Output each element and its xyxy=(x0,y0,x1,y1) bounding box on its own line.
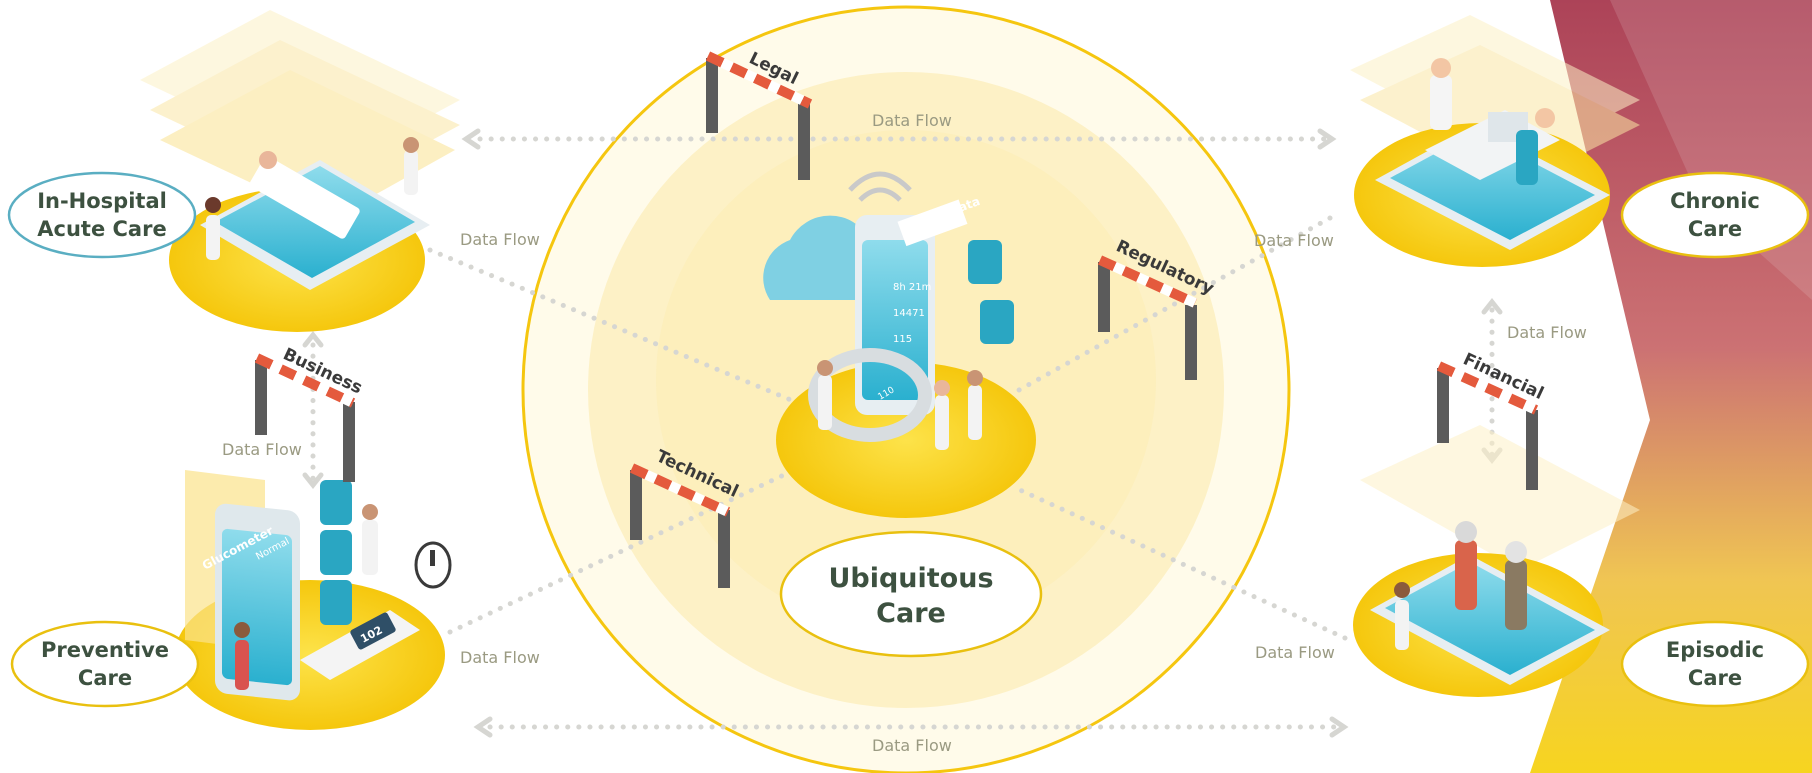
node-ubiquitous-line1: Ubiquitous xyxy=(828,563,993,594)
node-ubiquitous-line2: Care xyxy=(876,598,946,629)
node-preventive-line1: Preventive xyxy=(41,638,169,662)
node-preventive-line2: Care xyxy=(78,666,132,690)
ubiquitous-center-scene xyxy=(763,171,1036,518)
episodic-care-scene xyxy=(1353,425,1640,697)
node-chronic-care: Chronic Care xyxy=(1620,171,1810,259)
node-in-hospital-line2: Acute Care xyxy=(37,217,166,241)
phone-stat-3: 115 xyxy=(893,334,912,345)
node-in-hospital-line1: In-Hospital xyxy=(37,189,167,213)
flow-label-upper-left: Data Flow xyxy=(460,230,540,249)
data-flow-lines xyxy=(310,136,1495,730)
phone-stat-1: 8h 21m xyxy=(893,282,931,293)
flow-label-lower-right: Data Flow xyxy=(1255,643,1335,662)
node-chronic-line1: Chronic xyxy=(1670,189,1760,213)
node-ubiquitous-care: Ubiquitous Care xyxy=(779,530,1043,658)
barrier-legal xyxy=(705,51,813,180)
flow-label-upper-right: Data Flow xyxy=(1254,231,1334,250)
preventive-care-scene xyxy=(175,470,452,730)
flow-label-right-vertical: Data Flow xyxy=(1507,323,1587,342)
in-hospital-scene xyxy=(140,10,460,332)
chronic-care-scene xyxy=(1350,15,1640,267)
phone-stat-2: 14471 xyxy=(893,308,925,319)
barrier-regulatory xyxy=(1097,255,1198,380)
node-episodic-care: Episodic Care xyxy=(1620,620,1810,708)
node-preventive-care: Preventive Care xyxy=(10,620,200,708)
barrier-technical xyxy=(629,463,731,588)
flow-label-left-vertical: Data Flow xyxy=(222,440,302,459)
barrier-financial xyxy=(1436,361,1539,490)
node-in-hospital-acute-care: In-Hospital Acute Care xyxy=(7,171,197,259)
flow-label-bottom: Data Flow xyxy=(872,736,952,755)
node-chronic-line2: Care xyxy=(1688,217,1742,241)
barrier-business xyxy=(254,353,356,482)
flow-label-lower-left: Data Flow xyxy=(460,648,540,667)
flow-label-top: Data Flow xyxy=(872,111,952,130)
node-episodic-line2: Care xyxy=(1688,666,1742,690)
node-episodic-line1: Episodic xyxy=(1666,638,1764,662)
